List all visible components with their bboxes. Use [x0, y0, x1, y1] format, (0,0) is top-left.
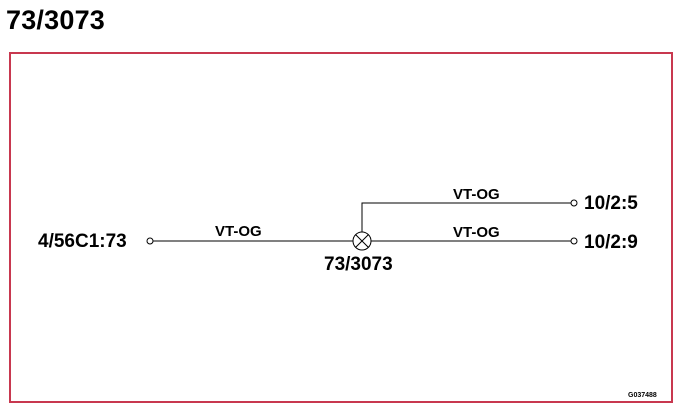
splice-icon	[352, 231, 372, 251]
drawing-code: G037488	[628, 392, 657, 399]
page-title: 73/3073	[6, 5, 105, 35]
diagram-frame	[9, 52, 673, 403]
terminal-left	[146, 237, 154, 245]
node-label-left: 4/56C1:73	[38, 231, 127, 252]
wire-label-left: VT-OG	[215, 223, 262, 240]
node-label-right-bottom: 10/2:9	[584, 232, 638, 253]
wire-label-right-bottom: VT-OG	[453, 224, 500, 241]
terminal-right-top	[570, 199, 578, 207]
terminal-right-bottom	[570, 237, 578, 245]
splice-label: 73/3073	[324, 254, 393, 275]
wire-label-right-top: VT-OG	[453, 186, 500, 203]
wire-right-top	[361, 202, 571, 232]
node-label-right-top: 10/2:5	[584, 193, 638, 214]
